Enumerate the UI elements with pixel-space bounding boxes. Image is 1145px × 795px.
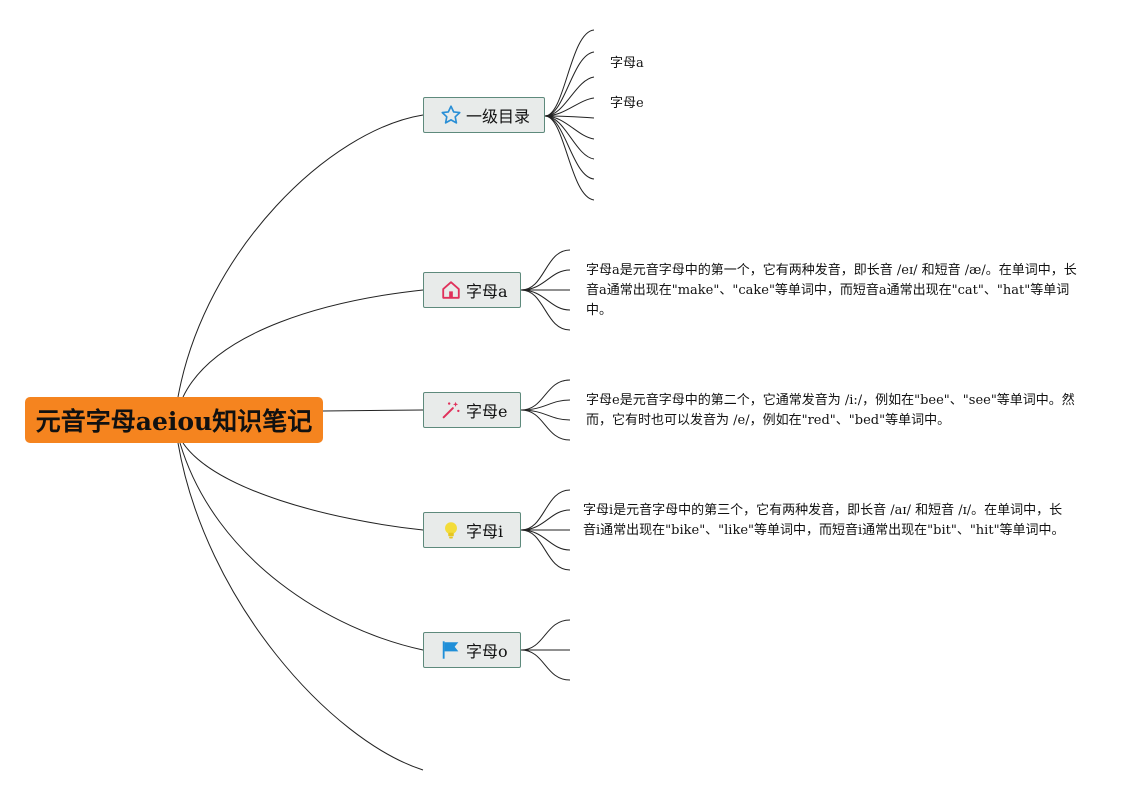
topic-label: 字母i [466,522,504,541]
root-title: 元音字母aeiou知识笔记 [35,407,313,436]
connector-root-e [322,409,424,412]
connector-toc-fan [544,29,595,201]
note-letter-e: 字母e是元音字母中的第二个，它通常发音为 /i:/，例如在"bee"、"see"… [586,393,1075,428]
connector-root-o [179,442,424,651]
topic-letter-o[interactable]: 字母o [423,632,521,668]
connector-e-fan [520,379,571,441]
connector-o-fan [520,619,571,681]
connector-root-toc [177,114,424,398]
note-letter-i: 字母i是元音字母中的第三个，它有两种发音，即长音 /aɪ/ 和短音 /ɪ/。在单… [583,503,1065,538]
topic-label: 一级目录 [466,107,531,126]
root-topic[interactable]: 元音字母aeiou知识笔记 [25,397,323,443]
flag-icon [440,639,462,661]
magic-wand-icon [440,399,462,421]
connector-i-fan [520,489,571,571]
topic-letter-e[interactable]: 字母e [423,392,521,428]
topic-label: 字母a [466,282,508,301]
connector-root-i [182,442,424,531]
connector-a-fan [520,249,571,331]
toc-item-e[interactable]: 字母e [610,96,644,111]
connector-root-extra [177,442,424,771]
topic-toc[interactable]: 一级目录 [423,97,545,133]
connector-root-a [182,289,424,398]
note-letter-a: 字母a是元音字母中的第一个，它有两种发音，即长音 /eɪ/ 和短音 /æ/。在单… [586,263,1077,318]
house-icon [440,279,462,301]
topic-label: 字母o [466,642,508,661]
topic-letter-a[interactable]: 字母a [423,272,521,308]
topic-letter-i[interactable]: 字母i [423,512,521,548]
star-outline-icon [440,104,462,126]
topic-label: 字母e [466,402,508,421]
lightbulb-icon [440,519,462,541]
toc-item-a[interactable]: 字母a [610,56,644,71]
